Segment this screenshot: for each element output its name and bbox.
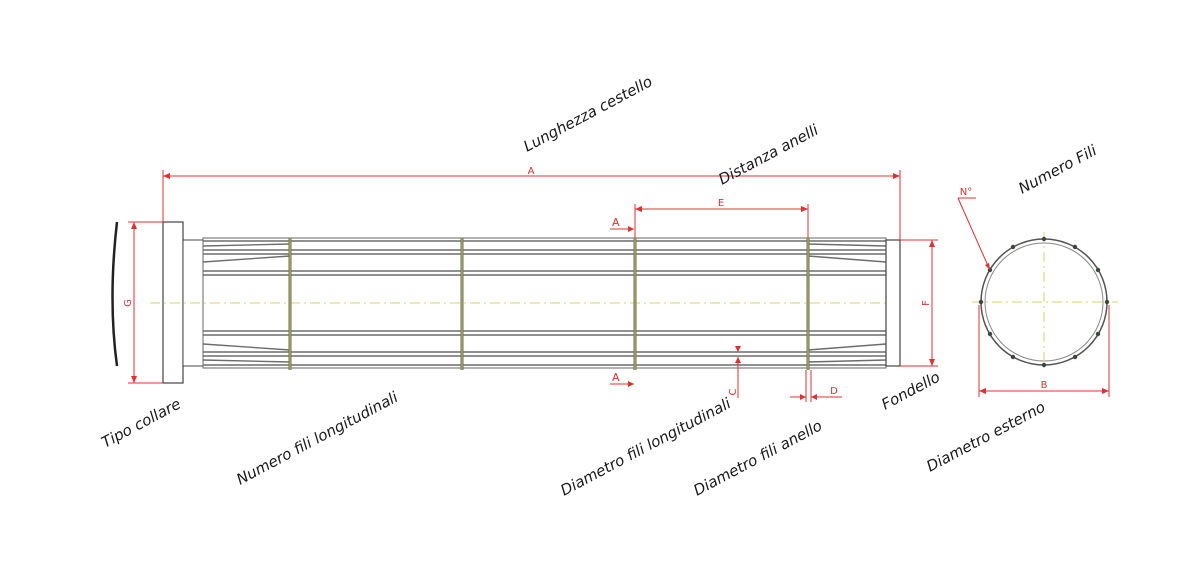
dimension-b-label: B [1041,380,1048,391]
label-numero-fili-longitudinali: Numero fili longitudinali [233,388,401,489]
label-lunghezza-cestello: Lunghezza cestello [520,72,655,155]
label-diametro-esterno: Diametro esterno [923,398,1048,476]
dimension-a: A [162,166,901,240]
dimension-a-label: A [528,166,535,177]
section-marker-top: A [610,216,634,232]
dimension-e: E [634,198,809,238]
dimension-c-label: C [728,388,739,395]
label-diametro-fili-anello: Diametro fili anello [690,417,825,500]
dimension-g: G [123,221,163,384]
dimension-d: D [790,370,842,402]
dimension-f-label: F [921,300,932,306]
dimension-f: F [900,239,938,367]
dimension-e-label: E [718,198,724,209]
section-marker-bottom: A [610,371,634,387]
label-distanza-anelli: Distanza anelli [715,120,822,188]
label-fondello: Fondello [878,368,943,414]
dimension-d-label: D [830,386,838,397]
dimension-c: C [728,346,741,398]
label-tipo-collare: Tipo collare [98,395,183,452]
dimension-g-label: G [123,299,134,307]
svg-text:A: A [612,216,620,229]
label-numero-fili: Numero Fili [1015,141,1100,198]
cage-body [150,237,900,370]
svg-text:A: A [612,371,620,384]
dimension-n-label: N° [960,187,972,198]
end-cap [885,239,901,367]
cross-section: N° B [957,187,1118,397]
